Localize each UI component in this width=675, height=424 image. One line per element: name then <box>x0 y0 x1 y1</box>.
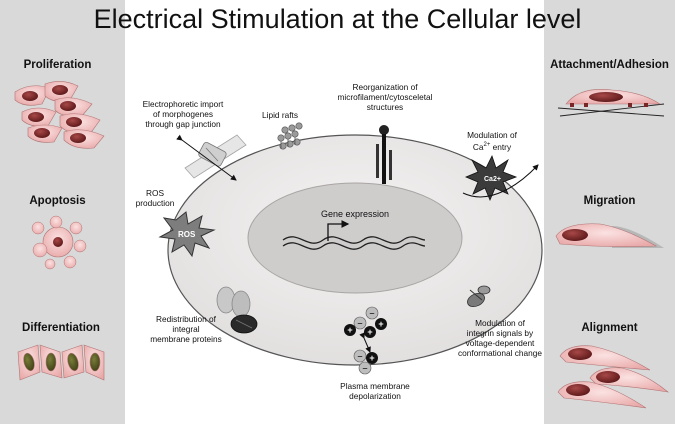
integrin-icon <box>467 285 491 308</box>
svg-text:+: + <box>378 319 383 329</box>
note-ros-production: ROS production <box>135 188 175 208</box>
note-integrin-modulation: Modulation of integrin signals by voltag… <box>458 318 542 358</box>
ros-badge: ROS <box>178 230 196 239</box>
svg-text:+: + <box>369 353 374 363</box>
gene-expression-label: Gene expression <box>320 209 390 219</box>
svg-text:+: + <box>347 325 352 335</box>
label-proliferation: Proliferation <box>23 59 92 71</box>
gap-junction-arrow <box>176 134 237 181</box>
svg-text:–: – <box>357 318 362 328</box>
svg-text:+: + <box>367 327 372 337</box>
transcription-arrow <box>327 220 350 241</box>
note-reorganization: Reorganization of microfilament/cytoscel… <box>337 82 433 112</box>
note-depolarization: Plasma membrane depolarization <box>340 381 410 401</box>
lipid-raft-tails <box>280 137 296 149</box>
proliferation-cells-icon <box>14 81 105 149</box>
note-ca-entry: Modulation of Ca2+ entry <box>467 130 517 152</box>
label-migration: Migration <box>583 195 636 207</box>
differentiation-cells-icon <box>17 344 105 381</box>
attachment-cell-icon <box>557 89 665 117</box>
label-apoptosis: Apoptosis <box>29 195 86 207</box>
note-lipid-rafts: Lipid rafts <box>262 110 298 120</box>
label-alignment: Alignment <box>581 322 638 334</box>
apoptosis-cell-icon <box>31 215 87 270</box>
alignment-cells-icon <box>557 345 670 409</box>
dna-strand-icon <box>282 236 426 250</box>
membrane-protein-icon <box>216 286 258 334</box>
depolarization-arrow <box>359 332 371 353</box>
label-attachment-adhesion: Attachment/Adhesion <box>550 59 669 71</box>
ca-channel-burst-icon <box>464 154 518 202</box>
ros-burst-icon <box>158 211 216 258</box>
cell-nucleus <box>247 182 463 294</box>
ca-badge: Ca2+ <box>484 176 501 183</box>
label-differentiation: Differentiation <box>22 322 100 334</box>
page-title: Electrical Stimulation at the Cellular l… <box>93 4 582 34</box>
cytoskeleton-icon <box>376 125 392 184</box>
note-electrophoretic-import: Electrophoretic import of morphogenes th… <box>142 99 224 129</box>
svg-text:–: – <box>369 308 374 318</box>
svg-text:–: – <box>357 351 362 361</box>
note-redistribution: Redistribution of integral membrane prot… <box>150 314 222 344</box>
ca-entry-arrow <box>462 164 539 198</box>
svg-text:–: – <box>362 363 367 373</box>
migration-cell-icon <box>555 223 664 248</box>
